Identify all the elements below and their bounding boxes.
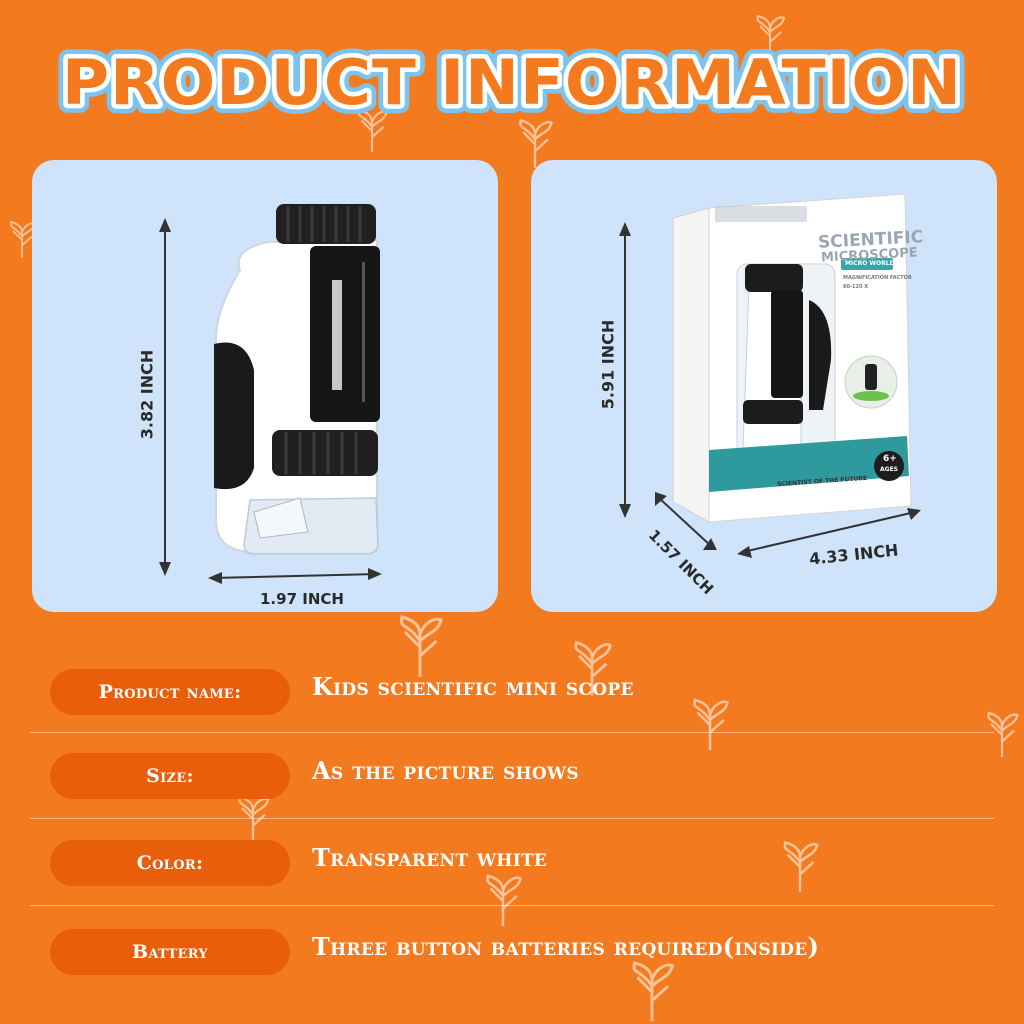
box-magnification: MAGNIFICATION FACTOR <box>843 275 912 281</box>
color-label: Color: <box>50 840 290 886</box>
info-row-color: Color: Transparent white <box>0 833 1024 893</box>
product-dimensions-panel: 3.82 INCH 1.97 INCH <box>32 160 498 612</box>
row-divider <box>30 732 994 733</box>
package-dimensions-panel: SCIENTIFIC MICROSCOPE MICRO WORLD MAGNIF… <box>531 160 997 612</box>
leaf-decoration-icon <box>399 615 443 677</box>
box-age-label: AGES <box>880 466 898 473</box>
row-divider <box>30 905 994 906</box>
page-title-text: PRODUCT INFORMATION <box>62 46 962 119</box>
battery-value: Three button batteries required(inside) <box>312 932 820 961</box>
leaf-decoration-icon <box>987 711 1019 757</box>
row-divider <box>30 818 994 819</box>
box-badge: MICRO WORLD <box>845 260 895 267</box>
height-dimension-label: 3.82 INCH <box>137 349 157 440</box>
package-box-illustration <box>619 193 921 558</box>
leaf-decoration-icon <box>574 641 612 696</box>
width-dimension-label: 1.97 INCH <box>260 590 344 608</box>
box-age-badge: 6+ <box>883 454 897 464</box>
box-magnification-range: 60-120 X <box>843 284 869 290</box>
page-title-text: PRODUCT INFORMATION <box>62 46 962 119</box>
color-value: Transparent white <box>312 843 548 872</box>
page-title-text: PRODUCT INFORMATION <box>62 46 962 119</box>
leaf-decoration-icon <box>9 220 36 258</box>
height-dimension-label: 5.91 INCH <box>598 319 618 410</box>
leaf-decoration-icon <box>783 840 819 892</box>
leaf-decoration-icon <box>756 14 786 56</box>
leaf-decoration-icon <box>358 108 388 152</box>
leaf-decoration-icon <box>632 961 675 1022</box>
size-label: Size: <box>50 753 290 799</box>
product-name-label: Product name: <box>50 669 290 715</box>
product-name-value: Kids scientific mini scope <box>312 672 634 701</box>
leaf-decoration-icon <box>238 795 270 841</box>
leaf-decoration-icon <box>693 698 729 750</box>
info-row-product-name: Product name: Kids scientific mini scope <box>0 662 1024 722</box>
leaf-decoration-icon <box>486 874 522 926</box>
microscope-illustration <box>159 204 382 584</box>
battery-label: Battery <box>50 929 290 975</box>
leaf-decoration-icon <box>519 118 553 168</box>
info-row-size: Size: As the picture shows <box>0 746 1024 806</box>
info-row-battery: Battery Three button batteries required(… <box>0 922 1024 982</box>
page-title: PRODUCT INFORMATION PRODUCT INFORMATION … <box>53 40 970 128</box>
size-value: As the picture shows <box>312 756 579 785</box>
